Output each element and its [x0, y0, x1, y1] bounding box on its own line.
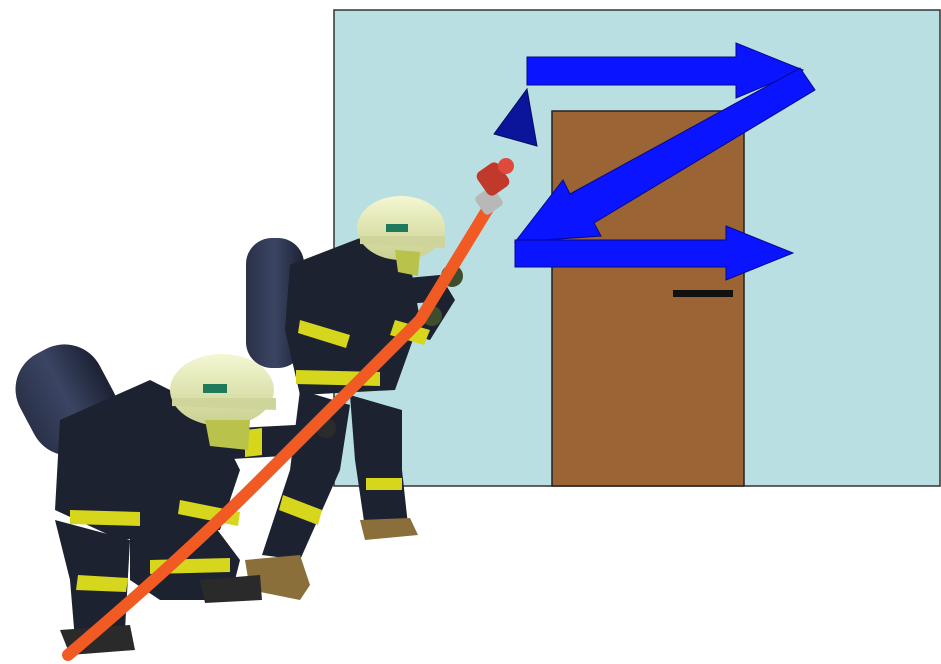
door-handle	[673, 290, 733, 297]
